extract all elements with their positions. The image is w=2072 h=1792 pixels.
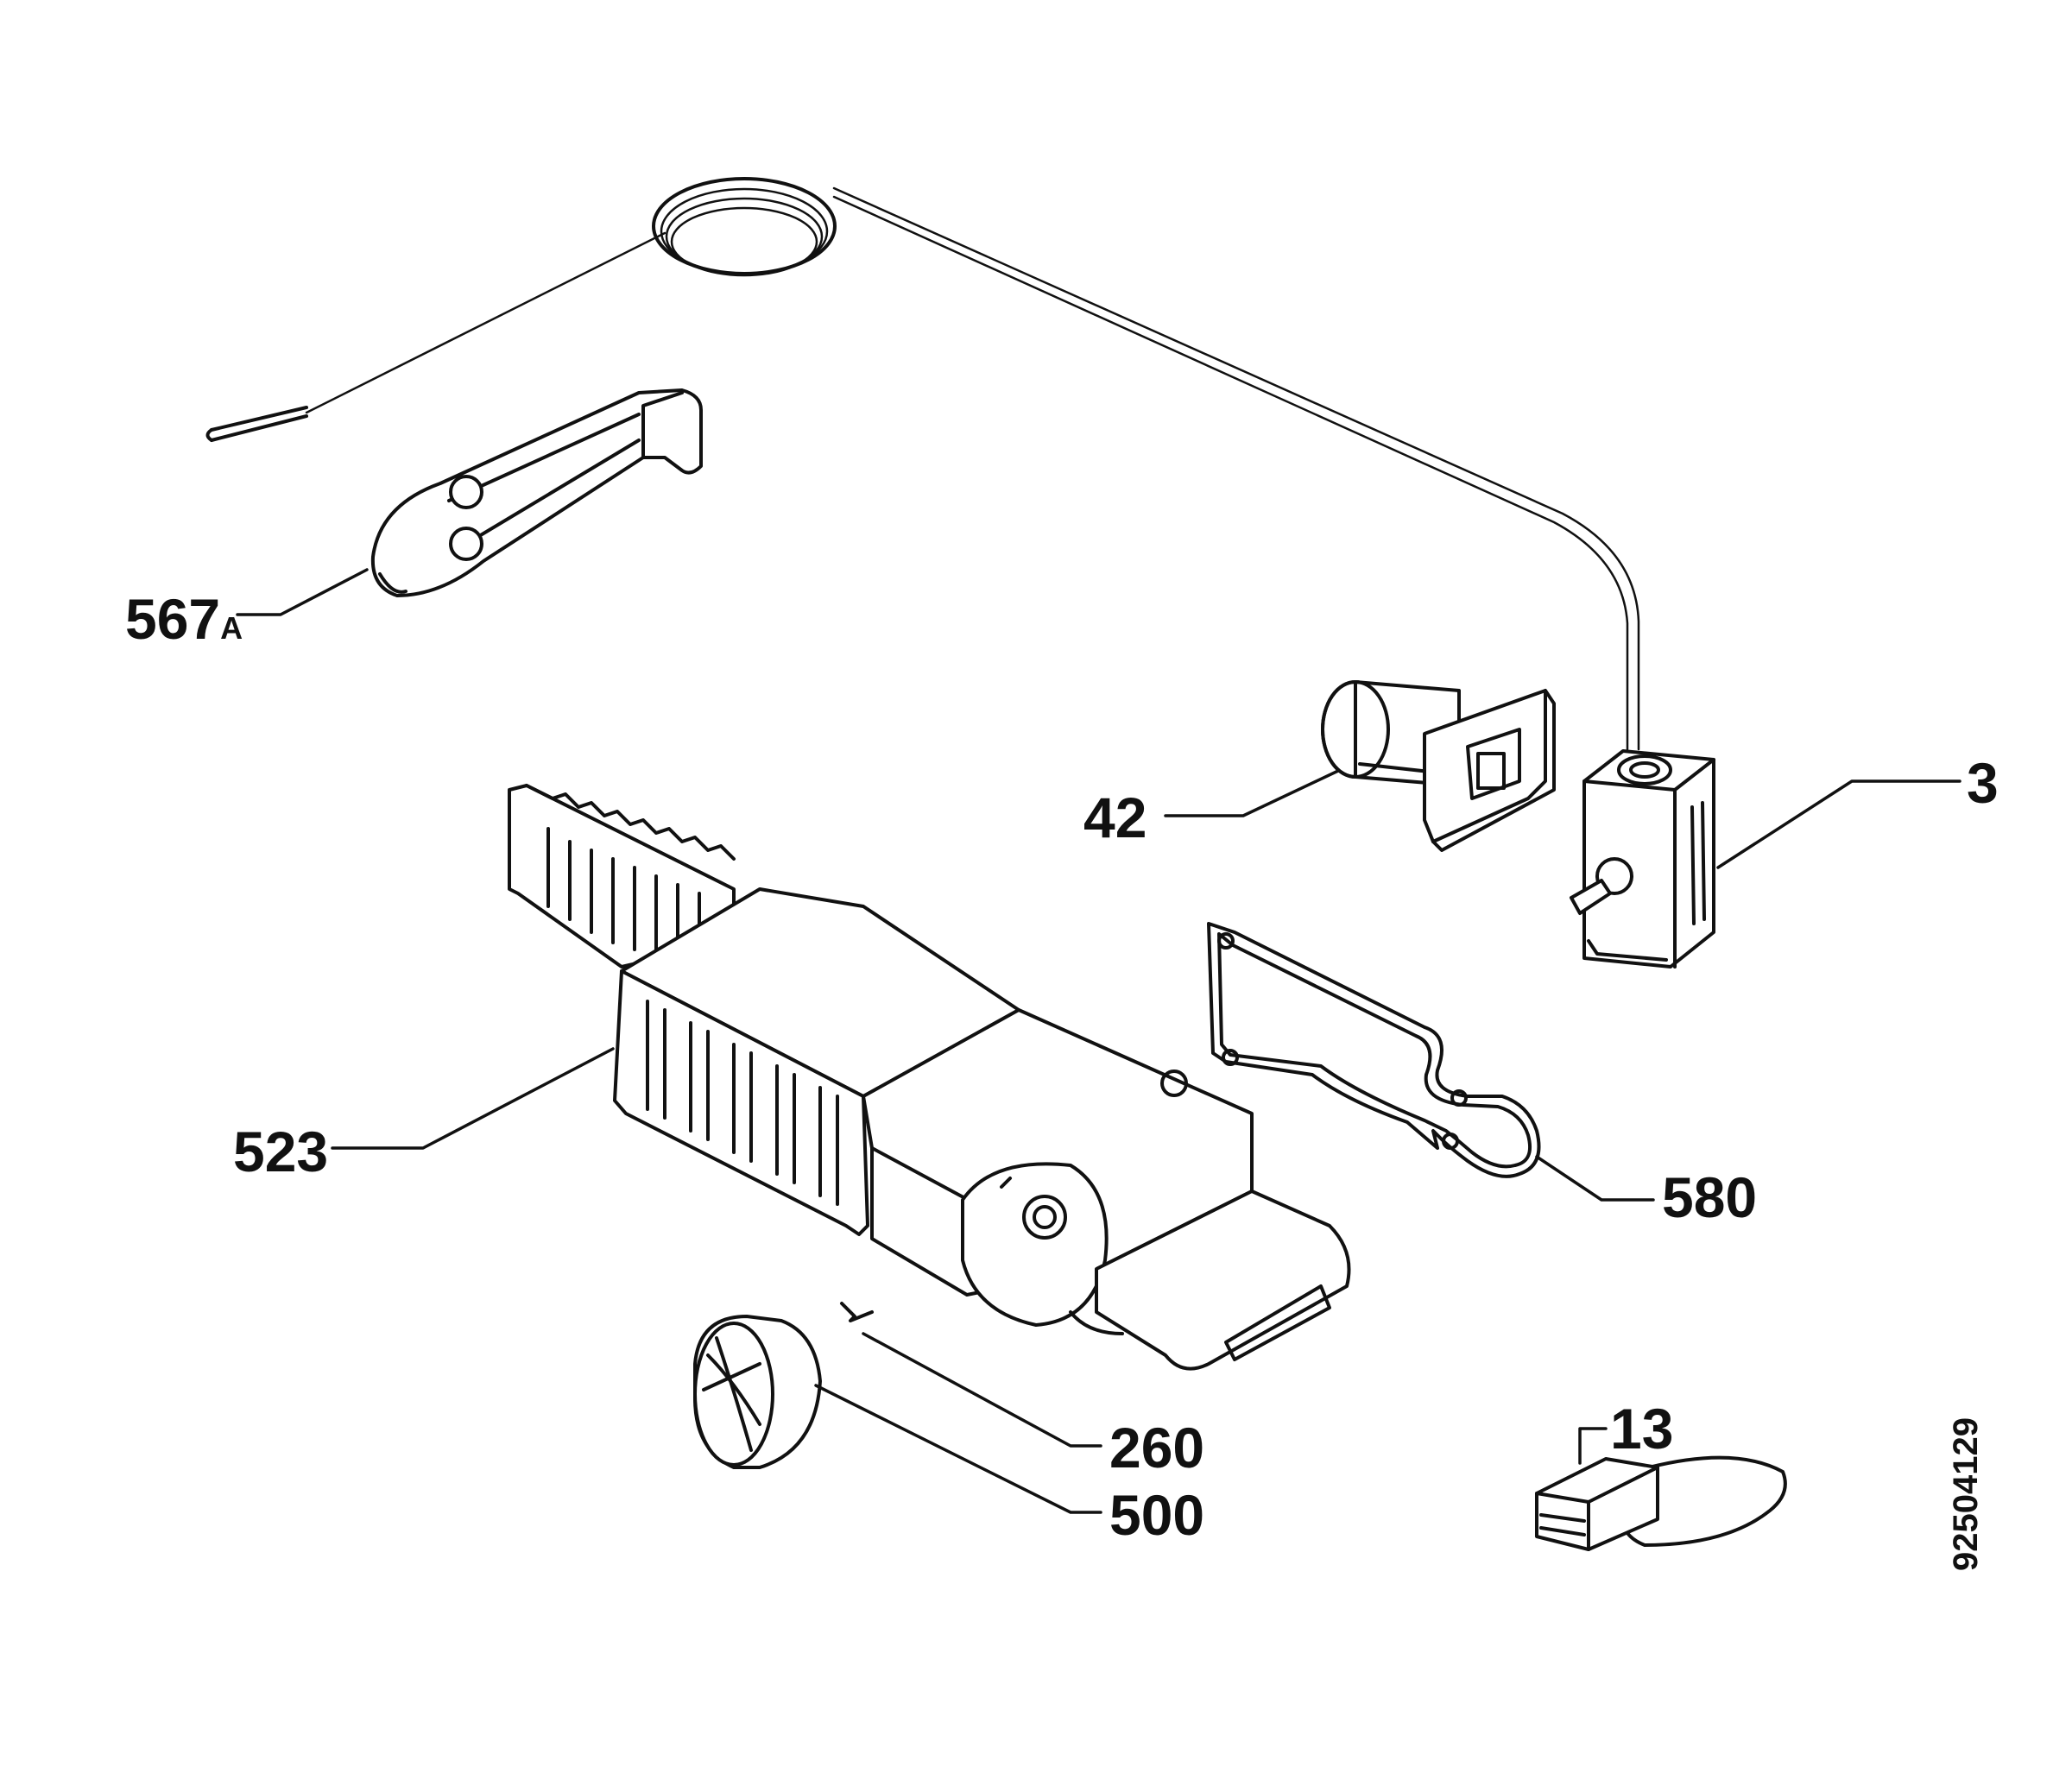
part-3-thermostat	[1570, 749, 1715, 969]
label-13: 13	[1610, 1397, 1673, 1461]
part-13-clip	[1535, 1455, 1787, 1551]
part-260-screw	[840, 1302, 874, 1322]
label-580: 580	[1662, 1165, 1757, 1229]
part-42-lamp-holder	[1321, 680, 1556, 852]
leader-500	[814, 1384, 1102, 1514]
leader-260	[862, 1332, 1102, 1448]
part-580-gasket	[1207, 922, 1541, 1178]
leader-42	[1164, 769, 1340, 817]
label-260: 260	[1109, 1416, 1204, 1480]
leader-523	[331, 1047, 615, 1150]
part-523-housing	[508, 784, 1351, 1371]
part-500-knob	[693, 1315, 822, 1469]
label-523: 523	[233, 1120, 328, 1183]
label-500: 500	[1109, 1483, 1204, 1547]
leader-580	[1535, 1155, 1655, 1202]
label-42: 42	[1083, 786, 1147, 849]
label-567a: 567A	[125, 587, 243, 651]
leader-3	[1716, 779, 1961, 869]
leader-13	[1578, 1427, 1608, 1465]
capillary-tube	[205, 177, 1640, 751]
label-3: 3	[1967, 751, 1999, 815]
part-567a-clip	[370, 388, 703, 597]
leader-567a	[236, 568, 369, 616]
leader-lines	[236, 568, 1961, 1514]
document-number: 92504129	[1947, 1417, 1985, 1571]
